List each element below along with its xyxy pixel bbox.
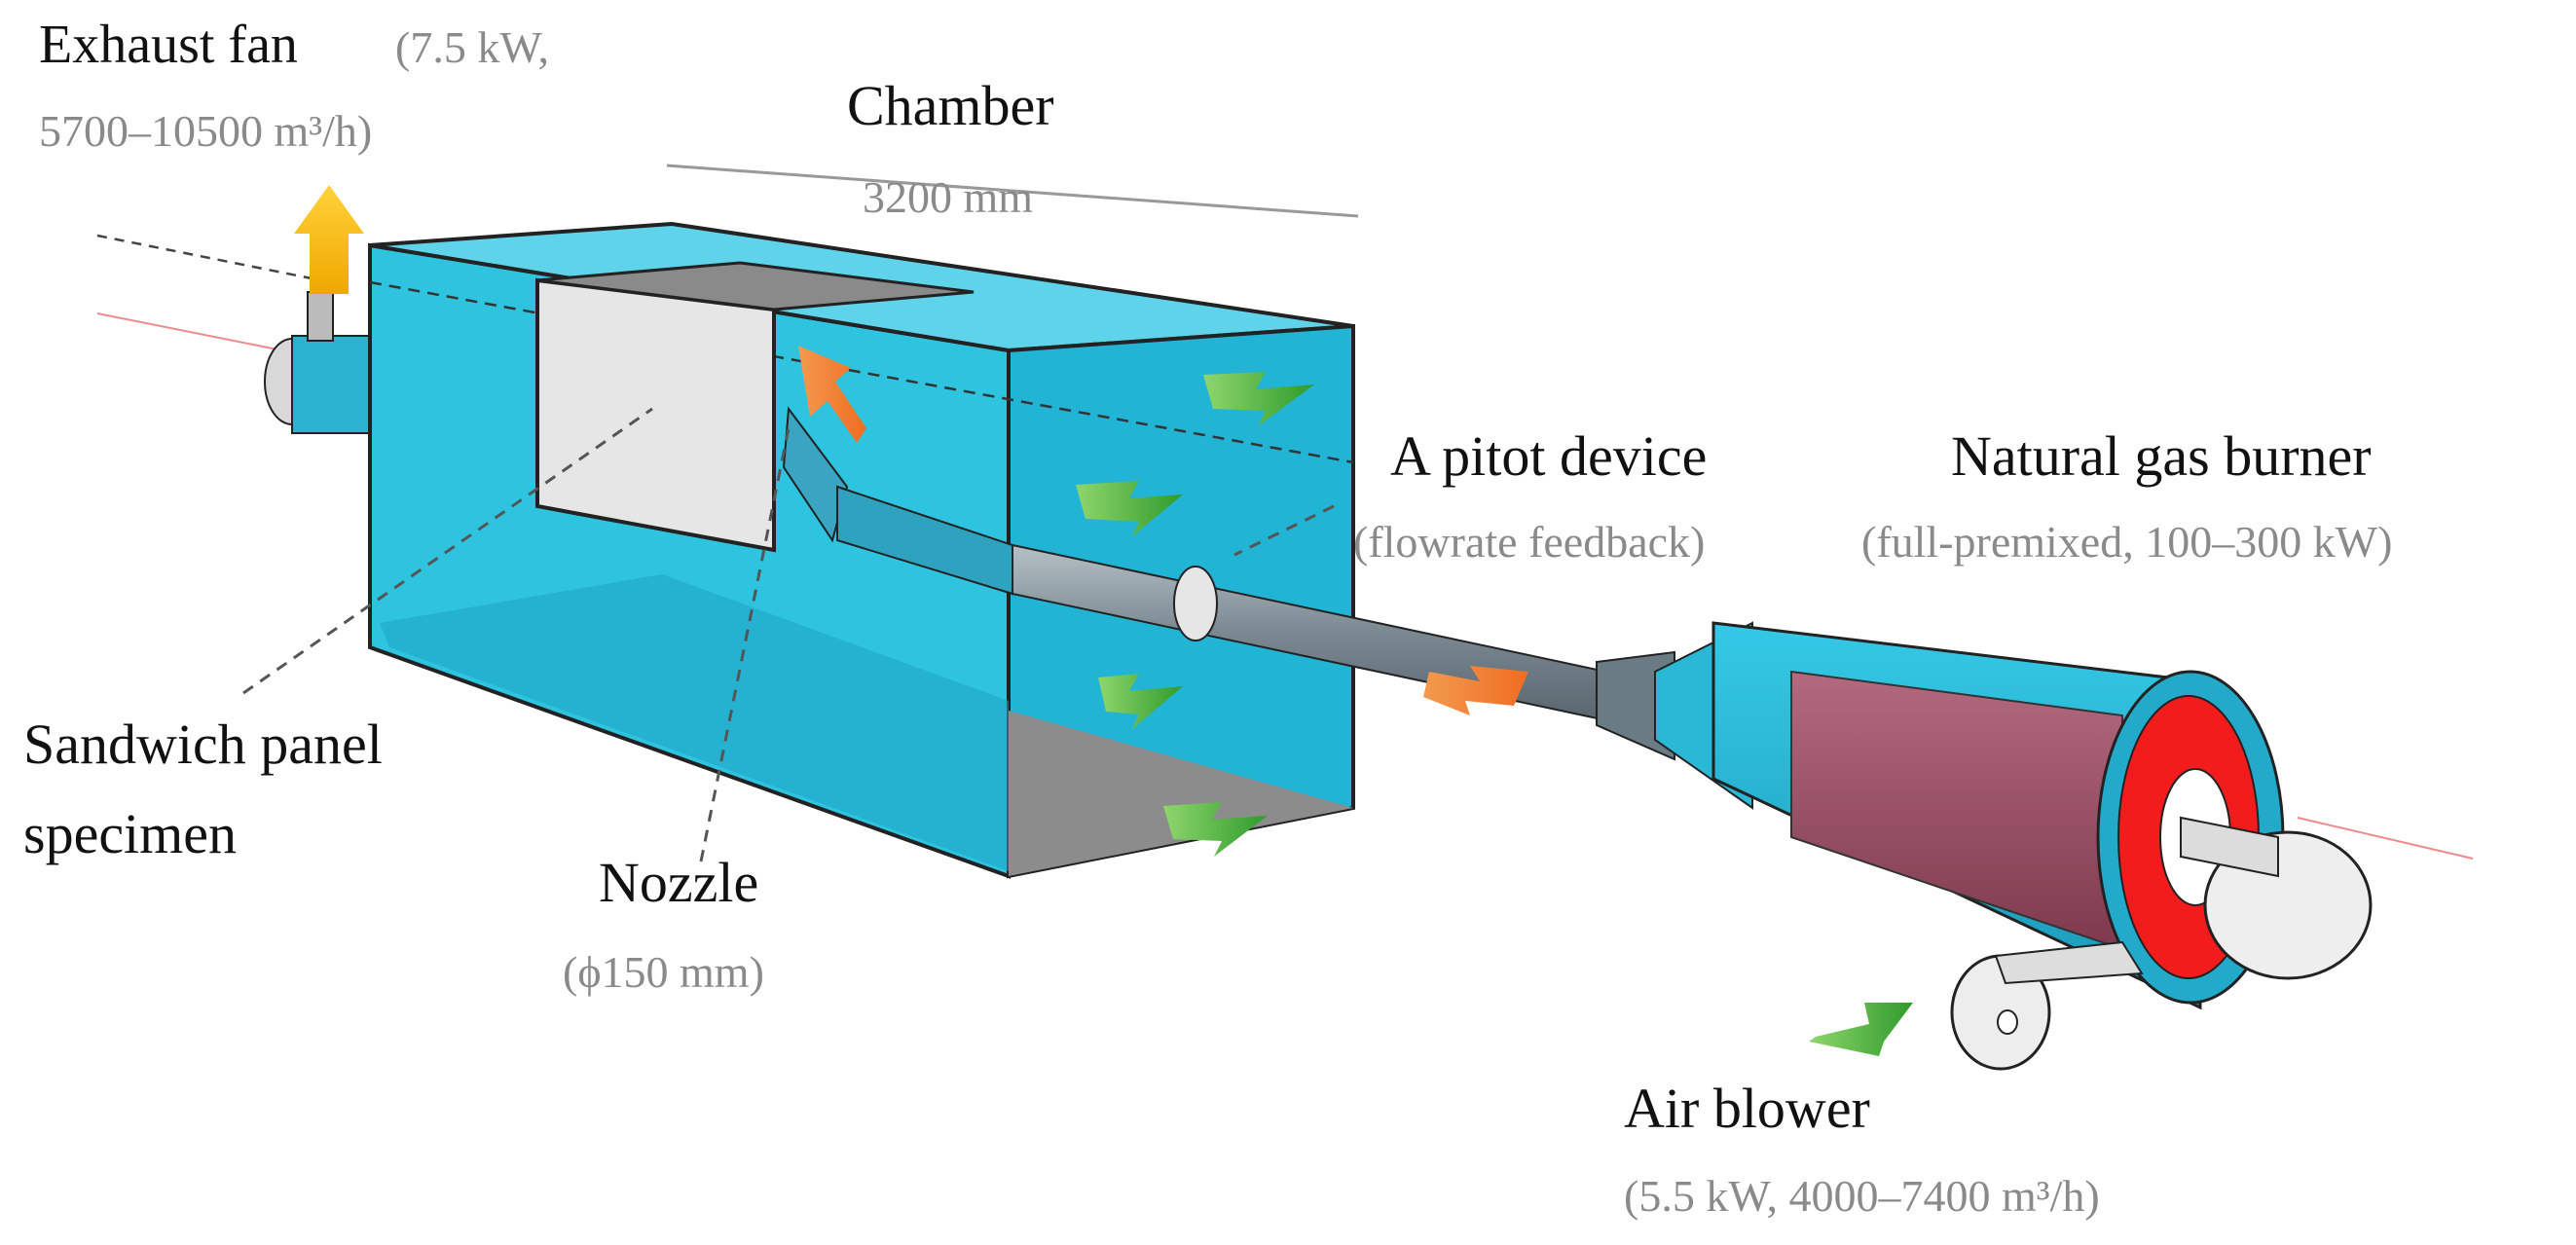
yellow-arrow-exhaust bbox=[294, 185, 364, 294]
exhaust-fan bbox=[264, 291, 371, 434]
air-flow-arrows bbox=[294, 185, 1913, 1056]
top-dashed-line bbox=[96, 234, 313, 280]
chamber-length-label: 3200 mm bbox=[863, 172, 1033, 222]
leader-nozzle bbox=[699, 427, 791, 862]
chamber-box bbox=[368, 221, 1355, 879]
sandwich-panel-label-1: Sandwich panel bbox=[23, 713, 383, 776]
green-arrow-1 bbox=[1203, 372, 1314, 426]
green-arrow-blower bbox=[1809, 1003, 1913, 1056]
pitot-spec: (flowrate feedback) bbox=[1353, 517, 1705, 567]
pitot-label: A pitot device bbox=[1390, 424, 1707, 488]
exhaust-fan-label: Exhaust fan bbox=[39, 15, 298, 75]
nozzle-label: Nozzle bbox=[599, 851, 758, 914]
nozzle-spec: (ϕ150 mm) bbox=[563, 947, 764, 997]
sandwich-panel bbox=[535, 261, 975, 553]
air-blower-spec: (5.5 kW, 4000–7400 m³/h) bbox=[1624, 1171, 2100, 1221]
leader-pitot bbox=[1233, 504, 1335, 557]
dimension-line bbox=[666, 164, 1359, 218]
orange-arrow-pipe bbox=[1423, 666, 1528, 715]
axis-line-right bbox=[2297, 817, 2474, 860]
axis-line bbox=[96, 312, 293, 353]
air-blower bbox=[1950, 940, 2144, 1071]
green-arrow-2 bbox=[1076, 481, 1183, 537]
exhaust-fan-spec-1: (7.5 kW, bbox=[395, 22, 549, 72]
leader-sandwich bbox=[242, 407, 653, 695]
orange-arrow-nozzle bbox=[798, 346, 866, 443]
burner-spec: (full-premixed, 100–300 kW) bbox=[1861, 517, 2392, 567]
chamber-label: Chamber bbox=[847, 74, 1054, 137]
green-arrow-4 bbox=[1163, 802, 1268, 857]
sandwich-panel-label-2: specimen bbox=[23, 802, 237, 865]
natural-gas-burner bbox=[1654, 621, 2373, 1010]
green-arrow-3 bbox=[1098, 674, 1183, 730]
burner-label: Natural gas burner bbox=[1951, 424, 2372, 488]
air-blower-label: Air blower bbox=[1624, 1077, 1870, 1140]
exhaust-fan-spec-2: 5700–10500 m³/h) bbox=[39, 106, 372, 156]
